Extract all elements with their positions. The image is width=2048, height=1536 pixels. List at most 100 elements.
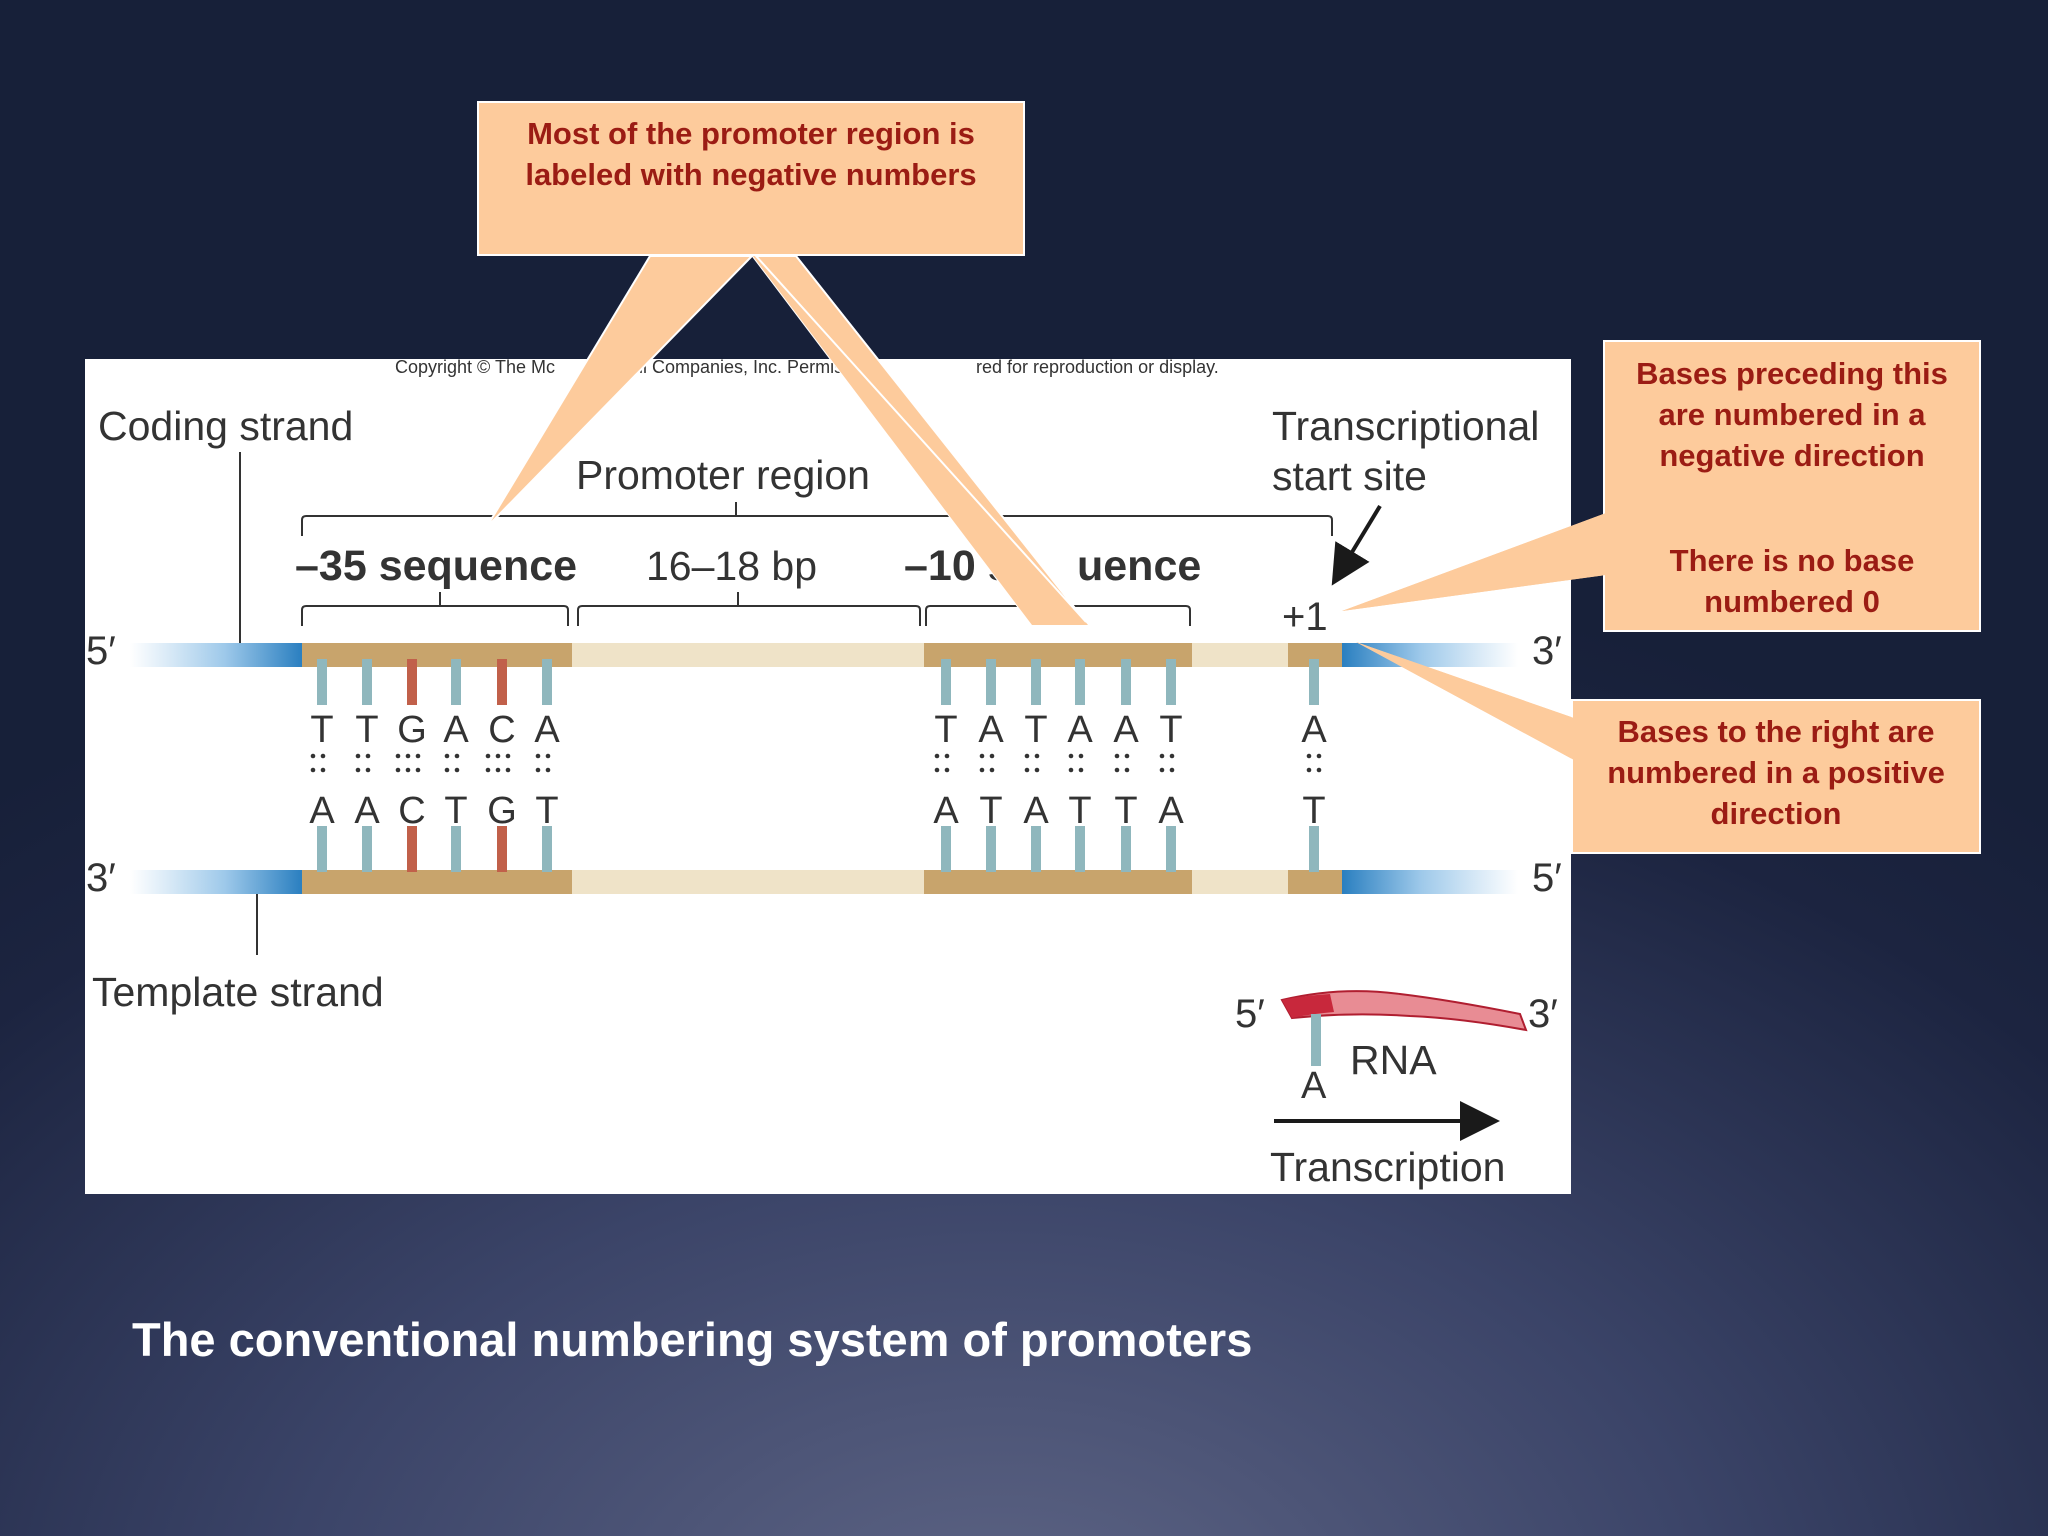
coding-minus10-box (924, 643, 1192, 667)
hbond-dot (545, 753, 551, 759)
hbond-dot (1034, 753, 1040, 759)
base-stalk-top (362, 659, 372, 705)
hbond-dot (1078, 753, 1084, 759)
template-5prime-label: 5′ (1532, 856, 1562, 900)
copyright-text-3: red for reproduction or display. (976, 357, 1219, 377)
tss-arrow (1331, 504, 1382, 586)
tss-label-line1: Transcriptional (1272, 403, 1539, 449)
base-stalk-top (451, 659, 461, 705)
hbond-dot (934, 767, 940, 773)
hbond-dot (1306, 753, 1312, 759)
base-pair: AT (1067, 659, 1093, 872)
hbond-dot (1159, 767, 1165, 773)
base-stalk-top (986, 659, 996, 705)
base-pair: AT (443, 659, 469, 872)
base-pair: TA (1023, 659, 1049, 872)
template-spacer-box (572, 870, 924, 894)
copyright-text-1: Copyright © The Mc (395, 357, 555, 377)
spacer-bracket (577, 605, 921, 626)
hbond-dot (1169, 753, 1175, 759)
hbond-dot (535, 767, 541, 773)
promoter-bracket (301, 515, 1333, 536)
hbond-dot (989, 767, 995, 773)
base-stalk-bottom (941, 826, 951, 872)
hbond-dot (505, 767, 511, 773)
base-letter-bottom: T (1114, 790, 1137, 832)
callout-preceding-text: Bases preceding this are numbered in a n… (1636, 356, 1948, 473)
base-stalk-top (1031, 659, 1041, 705)
base-letter-top: T (1024, 709, 1047, 751)
base-stalk-bottom (362, 826, 372, 872)
base-stalk-bottom (407, 826, 417, 872)
base-letter-bottom: T (979, 790, 1002, 832)
template-minus35-box (302, 870, 572, 894)
callout-negative-numbers-box (477, 101, 1025, 256)
base-stalk-top (1075, 659, 1085, 705)
hbond-dot (495, 753, 501, 759)
rna-3prime-label: 3′ (1528, 992, 1558, 1036)
template-strand-right-end (1342, 870, 1518, 894)
base-stalk-top (1121, 659, 1131, 705)
coding-spacer-box (572, 643, 924, 667)
hbond-dot (320, 767, 326, 773)
hbond-dot (1169, 767, 1175, 773)
start-base-pair: AT (1301, 659, 1327, 872)
base-stalk-bottom (1075, 826, 1085, 872)
base-pair: AT (1113, 659, 1139, 872)
base-stalk-top (407, 659, 417, 705)
hbond-dot (310, 767, 316, 773)
hbond-dot (1114, 767, 1120, 773)
hbond-dot (395, 753, 401, 759)
hbond-dot (454, 753, 460, 759)
base-letter-top: A (443, 709, 469, 751)
base-letter-top: A (1301, 709, 1327, 751)
base-stalk-top (542, 659, 552, 705)
hbond-dot (405, 753, 411, 759)
spacer-label: 16–18 bp (646, 543, 817, 589)
hbond-dot (535, 753, 541, 759)
base-pair: TA (354, 659, 380, 872)
rna-5prime-label: 5′ (1235, 992, 1265, 1036)
base-stalk-top (497, 659, 507, 705)
callout-right-positive-text: Bases to the right are numbered in a pos… (1607, 714, 1945, 831)
slide-caption: The conventional numbering system of pro… (132, 1313, 1253, 1366)
base-stalk-bottom (497, 826, 507, 872)
hbond-dot (444, 767, 450, 773)
copyright-text-2: ill Companies, Inc. Permis (635, 357, 843, 377)
base-stalk-bottom (1121, 826, 1131, 872)
hbond-dot (944, 767, 950, 773)
rna-base-stalk (1311, 1014, 1321, 1066)
hbond-dot (1124, 767, 1130, 773)
base-pair: TA (1158, 659, 1184, 872)
coding-5prime-label: 5′ (86, 629, 116, 673)
minus35-label: –35 sequence (295, 542, 577, 590)
coding-strand-left-end (130, 643, 302, 667)
callout-negative-numbers-text: Most of the promoter region is labeled w… (525, 116, 977, 192)
minus10-label-b: uence (1077, 542, 1201, 590)
hbond-dot (495, 767, 501, 773)
base-letter-bottom: T (1302, 790, 1325, 832)
base-pair: TA (309, 659, 335, 872)
base-letter-bottom: A (1023, 790, 1049, 832)
coding-minus35-box (302, 643, 572, 667)
hbond-dot (320, 753, 326, 759)
hbond-dot (1316, 767, 1322, 773)
callout-right-positive-box (1571, 699, 1981, 854)
base-letter-bottom: A (933, 790, 959, 832)
plus1-label: +1 (1282, 595, 1328, 639)
coding-strand-label: Coding strand (98, 403, 353, 449)
hbond-dot (979, 753, 985, 759)
rna-strand-5prime-end (1282, 994, 1334, 1018)
rna-strand (1280, 990, 1528, 1032)
callout-preceding-pointer-cover (1342, 513, 1606, 611)
hbond-dot (415, 753, 421, 759)
base-letter-top: T (1159, 709, 1182, 751)
callout-right-positive-pointer-cover (1356, 642, 1574, 760)
base-letter-bottom: T (444, 790, 467, 832)
coding-strand-right-end (1342, 643, 1518, 667)
hbond-dot (355, 753, 361, 759)
base-letter-top: A (534, 709, 560, 751)
base-pair: TA (933, 659, 959, 872)
